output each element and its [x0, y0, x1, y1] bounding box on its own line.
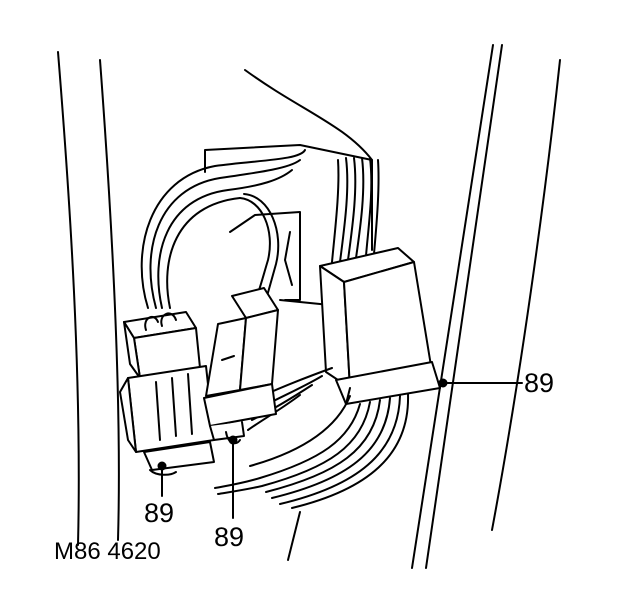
callout-label-left: 89 — [144, 498, 175, 528]
large-connector — [319, 247, 441, 405]
leader-dot-right — [438, 378, 448, 388]
figure-reference: M86 4620 — [54, 538, 161, 565]
pillar-outline — [57, 44, 561, 569]
leader-lines — [157, 378, 523, 519]
main-wire-bundle-upper — [331, 157, 380, 263]
left-connector-assembly — [119, 311, 215, 476]
loop-wires — [140, 149, 306, 315]
callout-label-right: 89 — [524, 368, 555, 398]
center-connector — [203, 287, 279, 445]
leader-dot-left — [157, 461, 167, 471]
leader-dot-center — [228, 435, 238, 445]
callout-label-center: 89 — [214, 522, 245, 552]
